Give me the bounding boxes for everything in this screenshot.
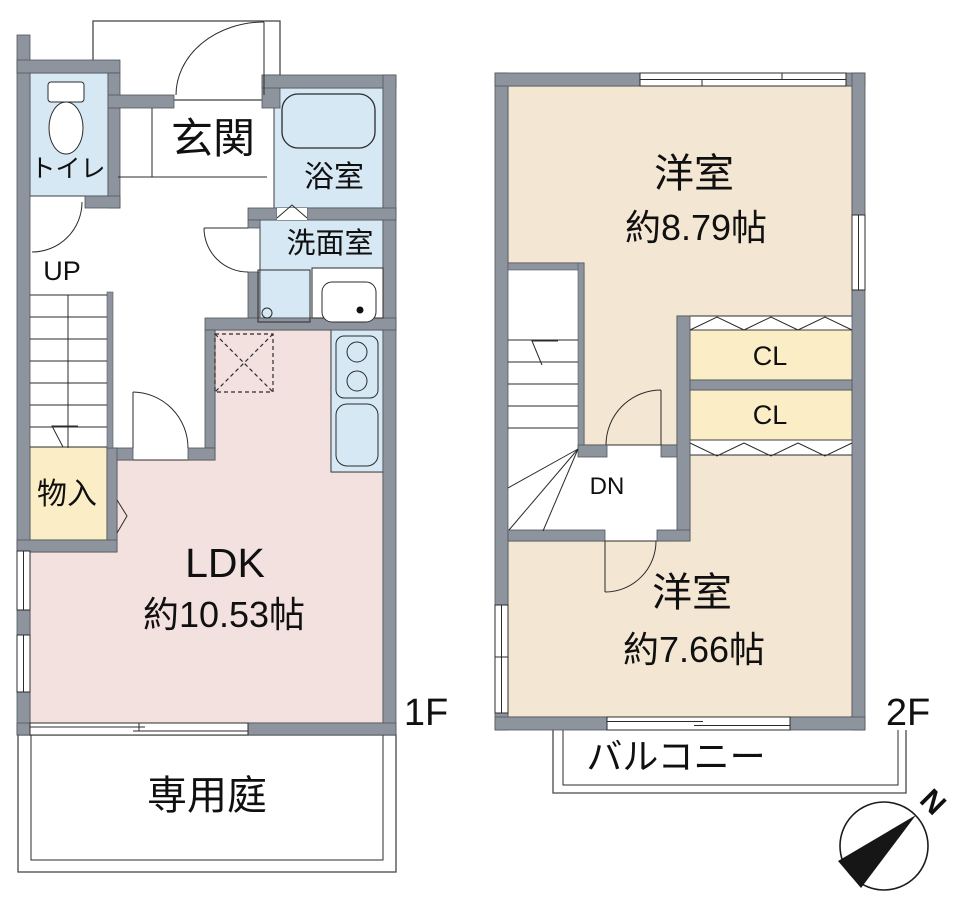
wall-toilet-right — [107, 72, 121, 209]
wall-stairwell-top — [507, 262, 585, 271]
winder-tread — [508, 448, 579, 531]
stove-burner-2 — [346, 370, 368, 392]
balcony-inner-border — [562, 730, 899, 786]
ldk-door-arc — [132, 391, 189, 449]
floor1-label: 1F — [404, 692, 448, 734]
floor2-plan — [494, 72, 907, 794]
folding-door-chevron — [689, 316, 745, 331]
wall-ldk-door-right — [187, 447, 216, 461]
stair-up-arrow — [51, 425, 78, 448]
balcony-outer-border — [552, 730, 907, 794]
stairs-1f — [30, 294, 107, 448]
stairs-up-label: UP — [43, 256, 81, 286]
floor1-plan — [16, 20, 397, 873]
ldk-area-label: 約10.53帖 — [143, 594, 305, 635]
bedroom2-name-label: 洋室 — [652, 571, 732, 615]
vanity-faucet-dot — [356, 306, 364, 314]
wall-bath-washroom-right — [306, 207, 397, 221]
folding-door-chevron — [689, 442, 745, 457]
storage-folding-door-icon — [116, 499, 128, 534]
floor2-label: 2F — [886, 692, 930, 734]
compass — [838, 801, 929, 891]
ldk-name-label: LDK — [185, 540, 265, 586]
compass-north-label: N — [913, 783, 952, 822]
toilet-bowl — [48, 101, 84, 155]
wall-landing-bottom-right — [656, 529, 691, 542]
wall-landing-top-left — [577, 444, 608, 458]
kitchen-counter — [330, 329, 384, 473]
closet1-label: CL — [753, 341, 788, 371]
wall-bath-washroom-left — [247, 207, 278, 221]
floor2-windows — [494, 72, 866, 731]
floor1-windows — [16, 550, 249, 736]
floor1-fixtures — [30, 21, 384, 534]
folding-door-chevron — [797, 316, 853, 331]
washer-drain-icon — [261, 307, 273, 319]
floor2-walls — [494, 72, 866, 731]
wall-stair-side — [106, 291, 114, 449]
bath-folding-door-icon — [276, 204, 308, 219]
stove-unit — [335, 335, 379, 399]
wall-2f-bottom-left — [494, 716, 608, 731]
bedroom2-area-label: 約7.66帖 — [623, 629, 765, 670]
wall-toilet-door-stub — [84, 195, 121, 209]
folding-door-chevron — [743, 442, 799, 457]
bedroom2-balcony-sliding-window — [606, 716, 791, 731]
washroom-label: 洗面室 — [286, 227, 373, 260]
floor2-fixtures — [507, 316, 853, 593]
toilet-label: トイレ — [30, 155, 105, 183]
winder-tread — [542, 448, 579, 532]
stair-down-arrow — [531, 340, 558, 366]
stairs-2f — [507, 339, 579, 532]
vanity-sink — [321, 281, 377, 323]
toilet-tank — [47, 81, 85, 103]
bedroom1-area-label: 約8.79帖 — [625, 207, 767, 248]
bath-label: 浴室 — [304, 161, 364, 194]
wall-1f-right — [382, 74, 397, 736]
wall-1f-bottom — [247, 722, 397, 736]
balcony-label: バルコニー — [586, 736, 765, 777]
wall-landing-bottom-left — [507, 529, 606, 542]
toilet-door-arc — [31, 201, 83, 253]
garden-label: 専用庭 — [147, 774, 267, 818]
closet1-folding-door-icons — [689, 316, 853, 331]
folding-door-chevron — [743, 316, 799, 331]
labels: トイレ 玄関 浴室 洗面室 UP 物入 LDK 約10.53帖 専用庭 1F 洋… — [30, 115, 951, 822]
bedroom1-name-label: 洋室 — [654, 152, 734, 196]
wall-2f-bottom-right — [789, 716, 866, 731]
washroom-door-arc — [203, 227, 249, 273]
wall-2f-right — [851, 72, 866, 731]
storage-label: 物入 — [37, 478, 97, 511]
winder-tread — [507, 448, 579, 489]
wall-1f-bottom-corner — [16, 722, 31, 736]
folding-door-chevron — [797, 442, 853, 457]
stairs-down-label: DN — [590, 473, 625, 500]
washing-machine-pan — [257, 269, 311, 323]
wall-hall-ldk — [204, 329, 216, 449]
closet2-floor — [689, 389, 853, 441]
wall-stairwell-right — [577, 262, 585, 450]
compass-north-arrow — [838, 815, 916, 888]
wall-closet-left — [676, 315, 691, 542]
bedroom1-door-arc — [605, 389, 662, 446]
wall-bath-top — [261, 74, 397, 89]
wall-toilet-top — [16, 59, 121, 74]
wall-storage-right — [106, 447, 118, 553]
bathtub — [281, 93, 376, 149]
wall-closet-divider — [689, 379, 853, 391]
stove-burner-1 — [346, 341, 368, 363]
wall-entrance-top — [107, 94, 175, 109]
closet2-label: CL — [753, 400, 788, 430]
refrigerator-space-dashed — [214, 333, 274, 393]
storage-room-floor — [29, 446, 108, 541]
wall-1f-left — [16, 34, 31, 736]
entrance-label: 玄関 — [171, 115, 255, 162]
entrance-door-arc — [175, 21, 265, 96]
bedroom2-door-arc — [604, 540, 657, 593]
wall-washroom-left-upper — [247, 219, 261, 229]
wall-storage-bottom — [16, 539, 118, 553]
closet2-folding-door-icons — [689, 442, 853, 457]
kitchen-sink — [335, 403, 379, 467]
